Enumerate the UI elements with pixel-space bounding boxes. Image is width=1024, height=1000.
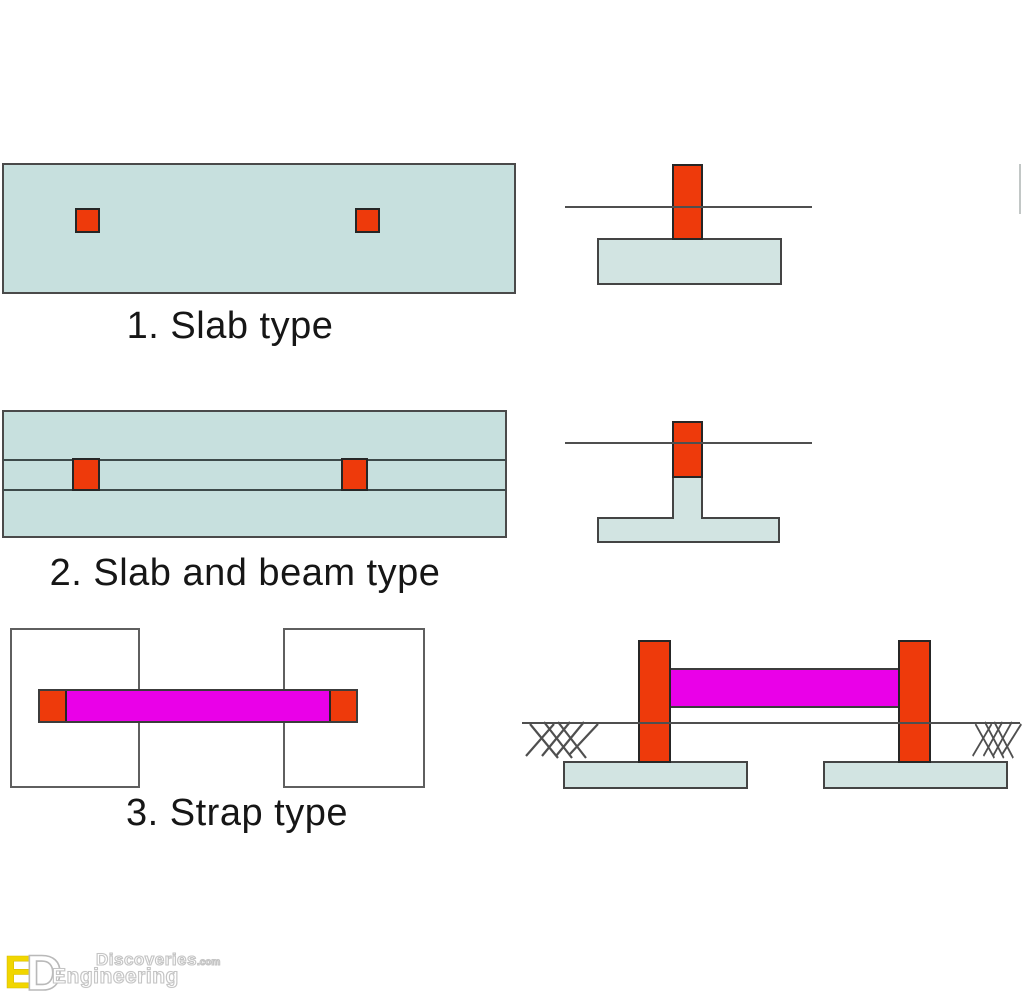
edge-artifact-line	[1019, 164, 1021, 214]
pedestal-section	[672, 476, 703, 519]
column-marker	[40, 691, 67, 721]
column-section	[672, 164, 703, 240]
column-marker	[329, 691, 356, 721]
footing-section	[597, 517, 780, 543]
beam-edge-line	[3, 459, 506, 461]
figure-label: 1. Slab type	[126, 305, 334, 347]
strap-beam-section	[668, 668, 903, 708]
footing-section	[823, 761, 1008, 789]
brand-watermark: E D Discoveries.com Engineering	[4, 942, 254, 998]
footing-section	[597, 238, 782, 285]
monogram-letter-e: E	[4, 946, 35, 998]
footing-section	[563, 761, 748, 789]
column-marker	[75, 208, 100, 233]
brand-discoveries-text: Discoveries.com	[95, 949, 221, 970]
brand-monogram-icon: E D	[4, 946, 63, 998]
soil-hatch-icon	[525, 721, 599, 759]
column-section	[898, 640, 931, 763]
column-section	[672, 421, 703, 478]
brand-engineering-text: Engineering	[51, 964, 179, 988]
brand-com-suffix: .com	[196, 956, 221, 968]
figure-label: 3. Strap type	[126, 792, 348, 834]
soil-hatch-icon	[972, 721, 1022, 759]
ground-line	[565, 206, 812, 208]
strap-beam-plan	[38, 689, 358, 723]
ground-line	[565, 442, 812, 444]
column-section	[638, 640, 671, 763]
column-marker	[72, 458, 100, 491]
column-marker	[341, 458, 368, 491]
ground-line	[522, 722, 1020, 724]
monogram-letter-d: D	[26, 946, 62, 998]
brand-discoveries-word: Discoveries	[95, 949, 197, 969]
beam-edge-line	[3, 489, 506, 491]
column-marker	[355, 208, 380, 233]
figure-label: 2. Slab and beam type	[49, 552, 441, 594]
